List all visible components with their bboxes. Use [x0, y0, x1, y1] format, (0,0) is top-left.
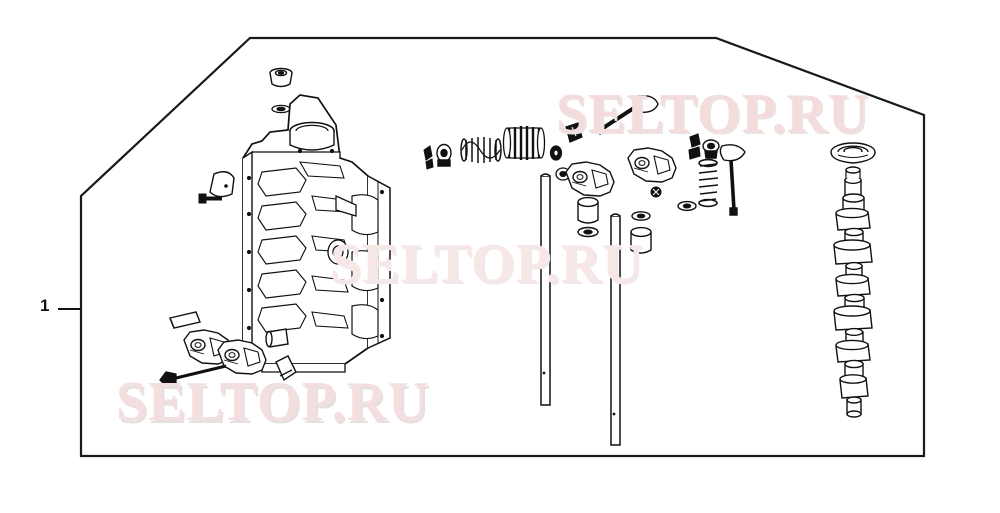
valve-cotter-a	[423, 145, 434, 170]
dowel-pin-a	[169, 311, 201, 329]
callout-number-1: 1	[40, 296, 50, 315]
cylinder-head-washer	[271, 104, 291, 114]
valve-cotter-right	[688, 133, 701, 160]
rocker-shaft-bolt-long	[159, 364, 227, 387]
valve-retainer-a	[436, 143, 452, 167]
valve-seat-washer-right	[677, 200, 697, 212]
camshaft-oil-seal	[830, 142, 876, 164]
valve-spring-inner	[460, 137, 502, 163]
valve-spring-outer	[502, 126, 546, 160]
valve-spring-right	[698, 158, 719, 208]
thermostat-cover-plate	[209, 171, 235, 198]
valve-keeper-b	[565, 122, 583, 143]
rocker-washer-b	[631, 211, 651, 221]
rocker-shaft-left	[540, 173, 551, 406]
rocker-spacer-collar-b	[630, 226, 652, 254]
rocker-washer-a	[577, 226, 599, 238]
adjuster-screw	[650, 186, 662, 198]
camshaft	[833, 166, 873, 418]
valve-intake	[597, 94, 659, 136]
spacer-collar-lower	[265, 328, 289, 348]
rocker-spacer-collar-a	[577, 196, 599, 224]
valve-guide-seal-a	[549, 145, 563, 161]
valve-exhaust	[719, 144, 746, 216]
rocker-shaft-right	[610, 213, 621, 446]
valve-retainer-right	[702, 139, 720, 159]
diagram-frame	[79, 36, 926, 458]
cylinder-head-cap-bolt	[269, 67, 293, 88]
dowel-pin-b	[275, 355, 297, 382]
cylinder-head-casting	[242, 67, 391, 373]
